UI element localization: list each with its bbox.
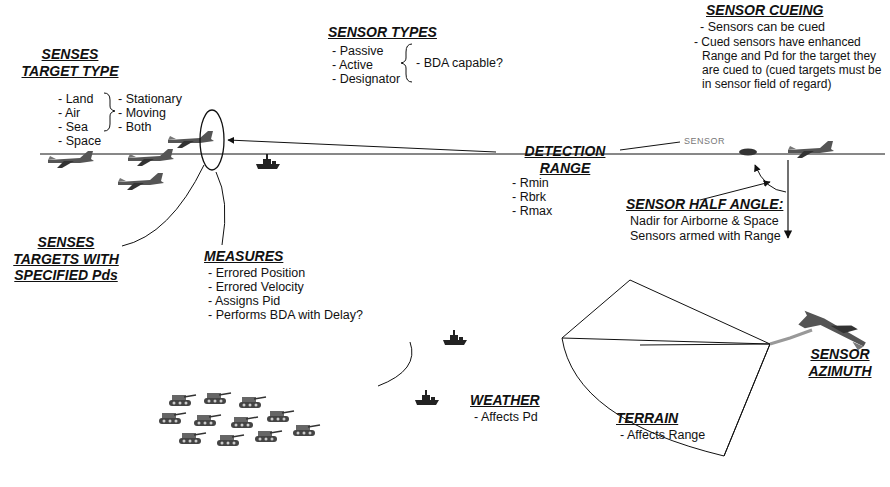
sensor-aircraft xyxy=(788,141,834,158)
list-item: - Errored Velocity xyxy=(208,280,304,295)
tank-group xyxy=(159,393,320,446)
ship-icon xyxy=(443,330,467,345)
list-item: - Active xyxy=(332,58,373,73)
measures-leader xyxy=(216,172,225,245)
list-item: - Air xyxy=(58,106,80,121)
azimuth-sector xyxy=(562,280,770,456)
nadir-arrow xyxy=(787,160,788,238)
target-aircraft xyxy=(128,149,174,166)
sensor-type-bracket xyxy=(401,44,412,82)
section-heading: SENSOR CUEING xyxy=(706,2,823,19)
list-item: - Passive xyxy=(332,44,383,59)
list-item: - Sensors can be cued xyxy=(700,20,825,35)
list-item: - Designator xyxy=(332,72,400,87)
list-item: - Land xyxy=(58,92,93,107)
list-item: - Affects Range xyxy=(620,428,705,443)
sensor-pod xyxy=(739,149,757,156)
section-heading: SENSOR HALF ANGLE: xyxy=(626,196,783,213)
note-text: - BDA capable? xyxy=(416,56,503,71)
section-heading: SENSOR AZIMUTH xyxy=(796,346,884,379)
section-heading: SENSES TARGET TYPE xyxy=(18,46,122,79)
section-heading: MEASURES xyxy=(204,248,283,265)
curve-leader xyxy=(378,342,412,386)
list-item: - Stationary xyxy=(118,92,182,107)
list-item: - Rbrk xyxy=(512,190,546,205)
section-heading: DETECTION RANGE xyxy=(500,143,630,176)
list-item: - Both xyxy=(118,120,151,135)
list-item: - Rmin xyxy=(512,176,549,191)
list-item: - Space xyxy=(58,134,101,149)
list-item: - Sea xyxy=(58,120,88,135)
target-aircraft xyxy=(118,173,164,190)
list-item: - Affects Pd xyxy=(474,410,538,425)
target-aircraft xyxy=(48,151,94,168)
list-item: - Assigns Pid xyxy=(208,294,280,309)
target-ellipse xyxy=(200,110,224,170)
list-item: - Performs BDA with Delay? xyxy=(208,308,363,323)
half-angle-arc xyxy=(755,165,786,192)
ship-icon xyxy=(256,154,280,169)
list-item: - Errored Position xyxy=(208,266,305,281)
list-item: - Rmax xyxy=(512,204,552,219)
range-arrow xyxy=(228,140,496,152)
section-heading: WEATHER xyxy=(470,392,540,409)
pds-leader xyxy=(122,165,204,246)
list-item: - Moving xyxy=(118,106,166,121)
section-heading: SENSES TARGETS WITH SPECIFIED Pds xyxy=(4,234,128,284)
target-type-bracket xyxy=(104,93,115,131)
note-text: Nadir for Airborne & Space Sensors armed… xyxy=(630,214,790,244)
ship-icon xyxy=(415,390,439,405)
section-heading: TERRAIN xyxy=(616,410,678,427)
range-leader xyxy=(620,142,680,150)
sensor-beam xyxy=(770,330,812,344)
sensor-tag: SENSOR xyxy=(684,136,725,147)
section-heading: SENSOR TYPES xyxy=(328,24,437,41)
target-aircraft xyxy=(168,131,214,148)
list-item: - Cued sensors have enhanced Range and P… xyxy=(694,35,886,92)
